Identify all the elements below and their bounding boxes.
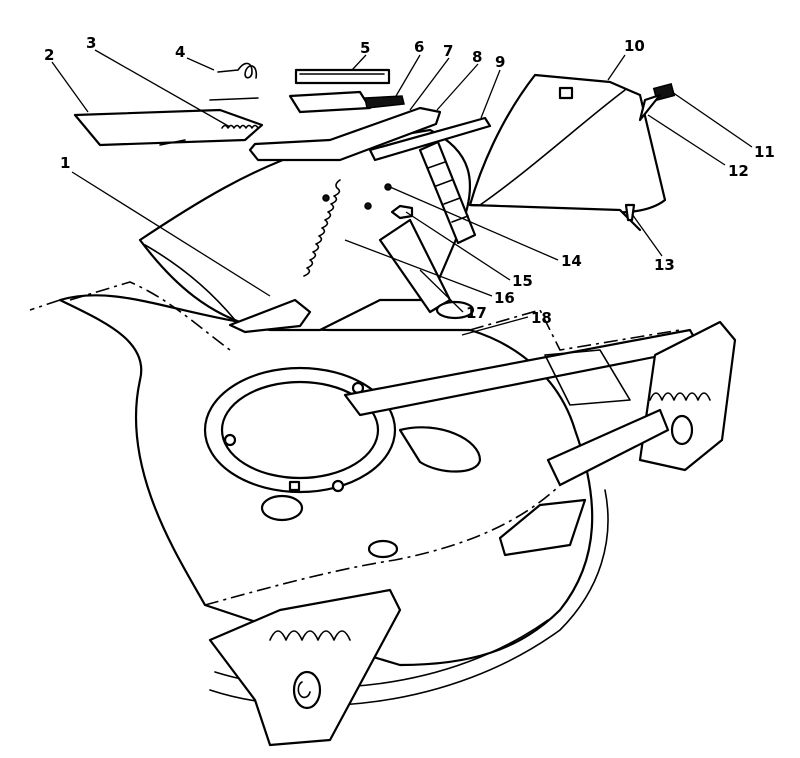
callout-9: 9 [495, 53, 505, 71]
leader-11 [671, 91, 753, 148]
leader-lines [51, 49, 753, 336]
mower-deck [29, 281, 737, 747]
leader-17 [419, 269, 464, 313]
leader-9 [480, 69, 501, 119]
ring-bolt-2 [223, 433, 237, 447]
leader-6 [395, 54, 421, 97]
right-arm [546, 408, 670, 487]
bag-inner-edge [479, 89, 626, 206]
callout-labels: 1 2 3 4 5 6 7 8 9 10 11 12 13 14 15 16 1… [44, 34, 775, 327]
grass-bag-assembly [468, 73, 676, 232]
callout-4: 4 [175, 43, 185, 61]
callout-14: 14 [561, 252, 582, 270]
chute-edge [144, 244, 236, 321]
deck-plug-2 [367, 539, 399, 559]
flap-spring [221, 124, 259, 129]
callout-5: 5 [360, 39, 370, 57]
ring-bolt-3 [331, 479, 345, 493]
slide-rail [368, 116, 492, 162]
bag-clip [558, 86, 574, 100]
right-wheel-hub [670, 414, 694, 446]
left-notches [269, 630, 351, 641]
pivot-pin [390, 204, 414, 220]
callout-1: 1 [60, 154, 70, 172]
ring-nub [288, 480, 301, 492]
leader-18 [461, 316, 529, 336]
left-hub-arc [297, 681, 311, 699]
nut-2 [364, 202, 372, 210]
leader-16 [344, 239, 493, 297]
leader-13 [631, 213, 663, 257]
right-notches [649, 392, 711, 401]
lift-rod [248, 106, 442, 162]
handle-rod [638, 93, 662, 122]
callout-3: 3 [86, 34, 96, 52]
torsion-spring [217, 62, 258, 79]
callout-7: 7 [443, 42, 453, 60]
leader-12 [647, 114, 726, 166]
ring-tab [398, 426, 482, 473]
spring-roll [364, 95, 405, 109]
rear-frame-top [469, 309, 681, 351]
leader-3 [94, 49, 231, 128]
front-deflector [498, 498, 587, 557]
callout-12: 12 [728, 162, 749, 180]
deck-rim [204, 469, 576, 606]
leader-7 [409, 57, 450, 111]
blade-ring-inner [220, 380, 380, 480]
hinge-bracket [288, 90, 372, 114]
leader-15 [405, 211, 511, 281]
callout-6: 6 [414, 38, 424, 56]
deck-left-dash [29, 299, 61, 311]
callout-18: 18 [531, 309, 552, 327]
left-wheel-hub [292, 670, 322, 710]
nut-3 [322, 194, 330, 202]
left-mount-plate [228, 298, 312, 334]
leader-10 [607, 54, 626, 81]
ladder-rungs [427, 161, 469, 223]
right-mount-plate [435, 300, 475, 320]
leader-2 [51, 61, 89, 113]
extension-spring [303, 179, 341, 277]
leader-1 [71, 171, 271, 297]
door-flap-hinge [159, 97, 259, 146]
bag-frame-rod [468, 203, 642, 232]
left-height-plate [208, 588, 402, 747]
callout-17: 17 [466, 304, 487, 322]
callout-15: 15 [512, 272, 533, 290]
cover-plate [294, 68, 391, 85]
bag-screw [624, 203, 636, 222]
leader-8 [436, 63, 479, 111]
callout-16: 16 [494, 289, 515, 307]
deck-left-edge [69, 281, 231, 351]
deck-plug-1 [260, 494, 304, 522]
callout-2: 2 [44, 46, 54, 64]
rear-frame-box [544, 349, 631, 406]
leader-5 [351, 54, 367, 71]
callout-13: 13 [654, 256, 675, 274]
callout-11: 11 [754, 143, 775, 161]
leader-14 [389, 186, 559, 261]
leader-4 [186, 57, 215, 71]
chute-body [138, 128, 472, 332]
callout-8: 8 [472, 48, 482, 66]
callout-10: 10 [624, 37, 645, 55]
